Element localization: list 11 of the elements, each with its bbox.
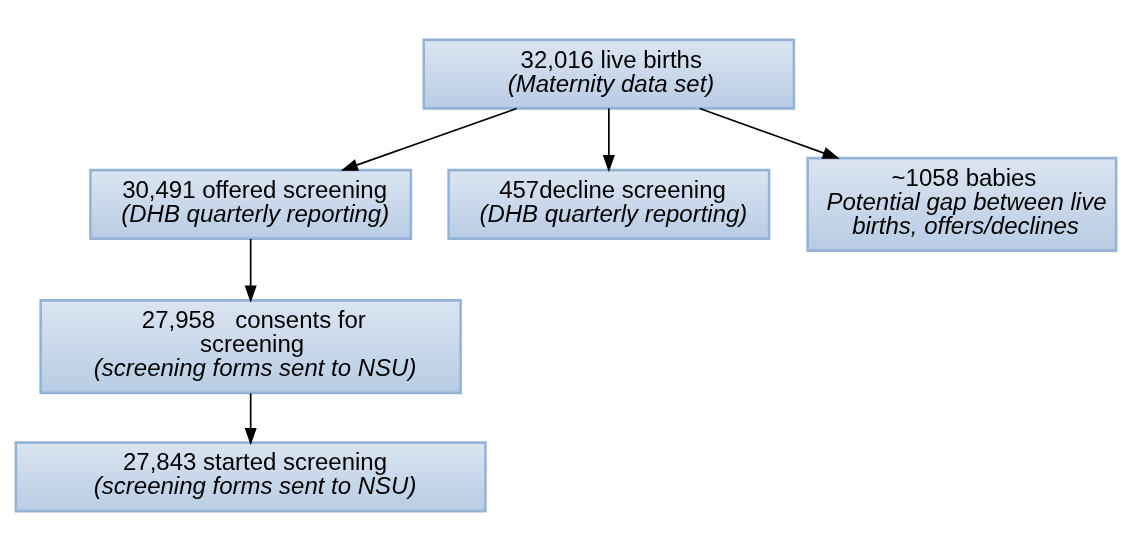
node-box: 27,958 consents for screening (screening forms sent to NSU)	[39, 299, 462, 395]
arrow	[602, 107, 615, 173]
arrow	[698, 107, 840, 159]
node-box: 30,491 offered screening (DHB quarterly reporting)	[89, 168, 413, 240]
node-box: 27,843 started screening (screening forms sent to NSU)	[14, 441, 487, 513]
arrow	[244, 392, 257, 446]
arrow	[244, 238, 257, 303]
node-box: 32,016 live births (Maternity data set)	[422, 38, 796, 110]
node-box: ~1058 babies Potential gap between live births, offers/declines	[806, 156, 1118, 252]
arrow	[340, 107, 518, 171]
node-box: 457decline screening (DHB quarterly reporting)	[447, 168, 771, 240]
